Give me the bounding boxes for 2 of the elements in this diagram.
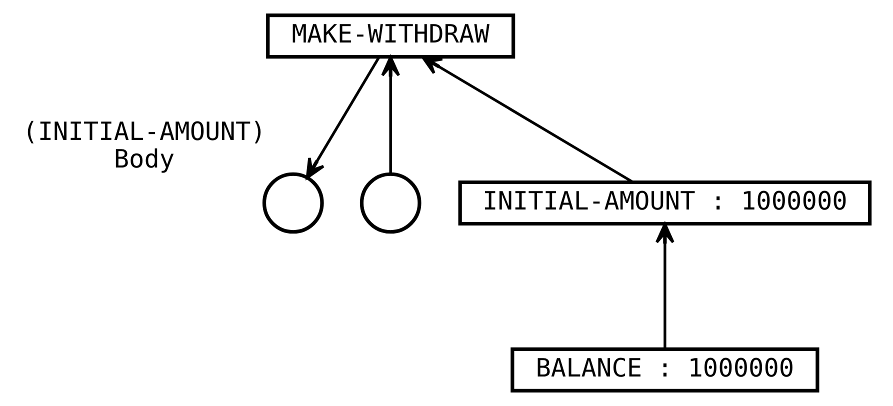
node-label: (INITIAL-AMOUNT): [22, 117, 266, 146]
node-label: Body: [113, 144, 174, 174]
